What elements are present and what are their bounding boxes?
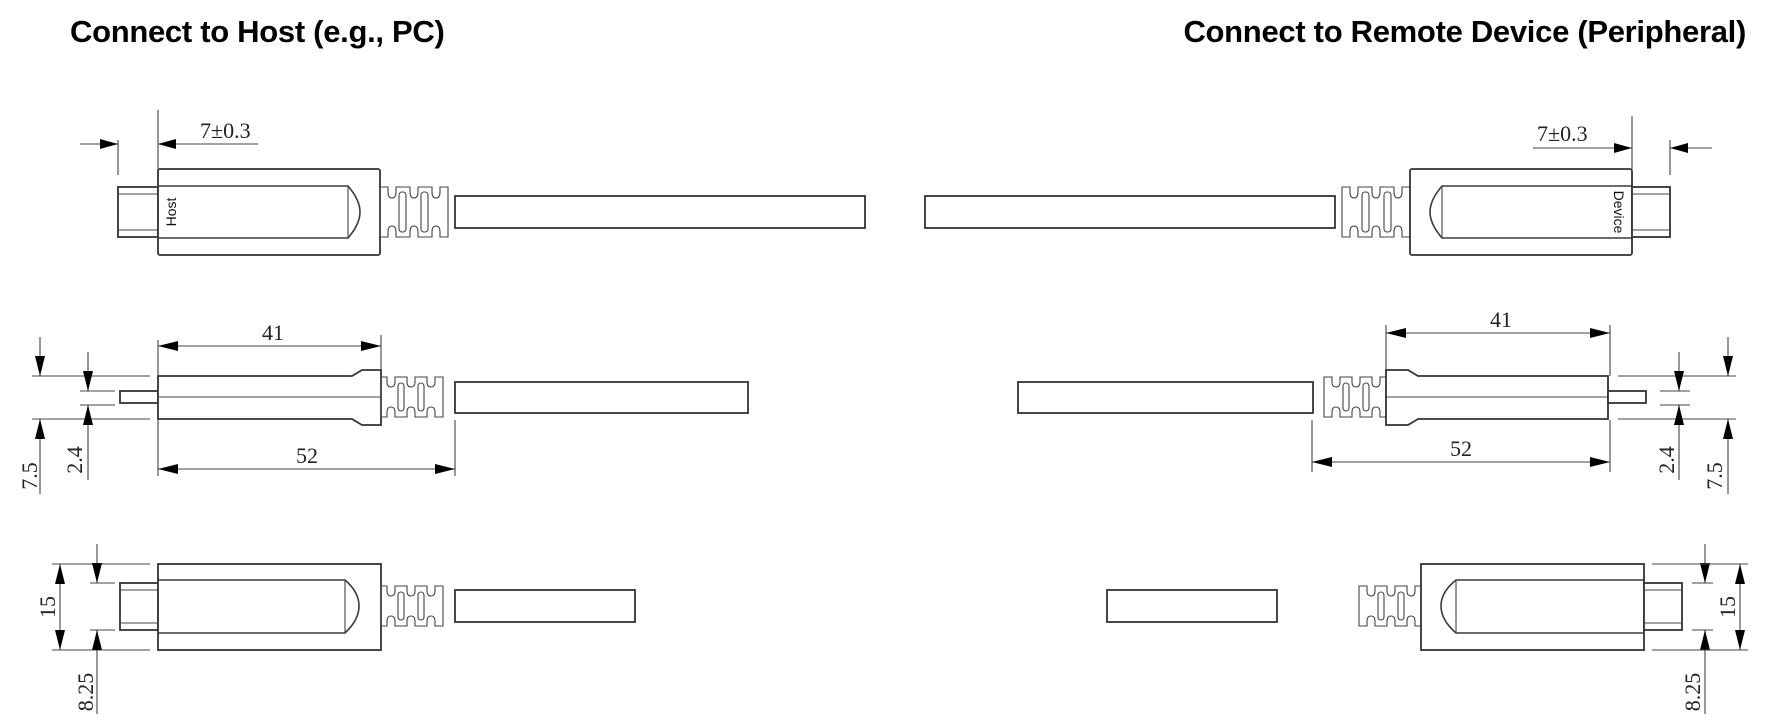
device-plug-offset-dim: 8.25 xyxy=(1680,673,1705,712)
usb-c-plug xyxy=(1631,186,1671,238)
cable xyxy=(454,381,749,414)
device-housing-width-dim: 15 xyxy=(1715,596,1740,618)
host-side-view: 41 52 7.5 2.4 xyxy=(17,320,749,494)
host-top-view: Host 7±0.3 xyxy=(80,110,866,256)
device-plug-length-dim: 7±0.3 xyxy=(1537,121,1588,146)
host-housing-width-dim: 15 xyxy=(35,596,60,618)
host-housing-length-dim: 41 xyxy=(262,320,284,345)
device-side-title: Connect to Remote Device (Peripheral) xyxy=(1183,14,1746,49)
cable xyxy=(454,589,636,623)
host-overall-length-dim: 52 xyxy=(296,443,318,468)
device-side-view: 41 52 2.4 7.5 xyxy=(1017,307,1736,494)
device-label: Device xyxy=(1611,191,1627,234)
host-housing-thickness-dim: 7.5 xyxy=(17,462,42,490)
cable xyxy=(924,195,1336,229)
connector-housing xyxy=(1409,168,1633,256)
device-overall-length-dim: 52 xyxy=(1450,436,1472,461)
cable xyxy=(1017,381,1314,414)
connector-housing xyxy=(157,168,381,256)
connector-housing xyxy=(157,563,382,651)
device-plug-thickness-dim: 2.4 xyxy=(1654,446,1679,474)
host-side-title: Connect to Host (e.g., PC) xyxy=(70,14,445,49)
cable xyxy=(454,195,866,229)
device-housing-length-dim: 41 xyxy=(1490,307,1512,332)
device-housing-thickness-dim: 7.5 xyxy=(1702,462,1727,490)
host-plug-thickness-dim: 2.4 xyxy=(62,446,87,474)
cable xyxy=(1106,589,1278,623)
connector-housing xyxy=(1420,563,1645,651)
device-front-view: 8.25 15 xyxy=(1106,544,1748,714)
host-label: Host xyxy=(163,198,179,227)
host-plug-length-dim: 7±0.3 xyxy=(200,118,251,143)
host-front-view: 15 8.25 xyxy=(35,544,636,714)
usb-c-plug xyxy=(117,186,159,238)
host-plug-offset-dim: 8.25 xyxy=(73,673,98,712)
device-top-view: Device 7±0.3 xyxy=(924,116,1712,256)
